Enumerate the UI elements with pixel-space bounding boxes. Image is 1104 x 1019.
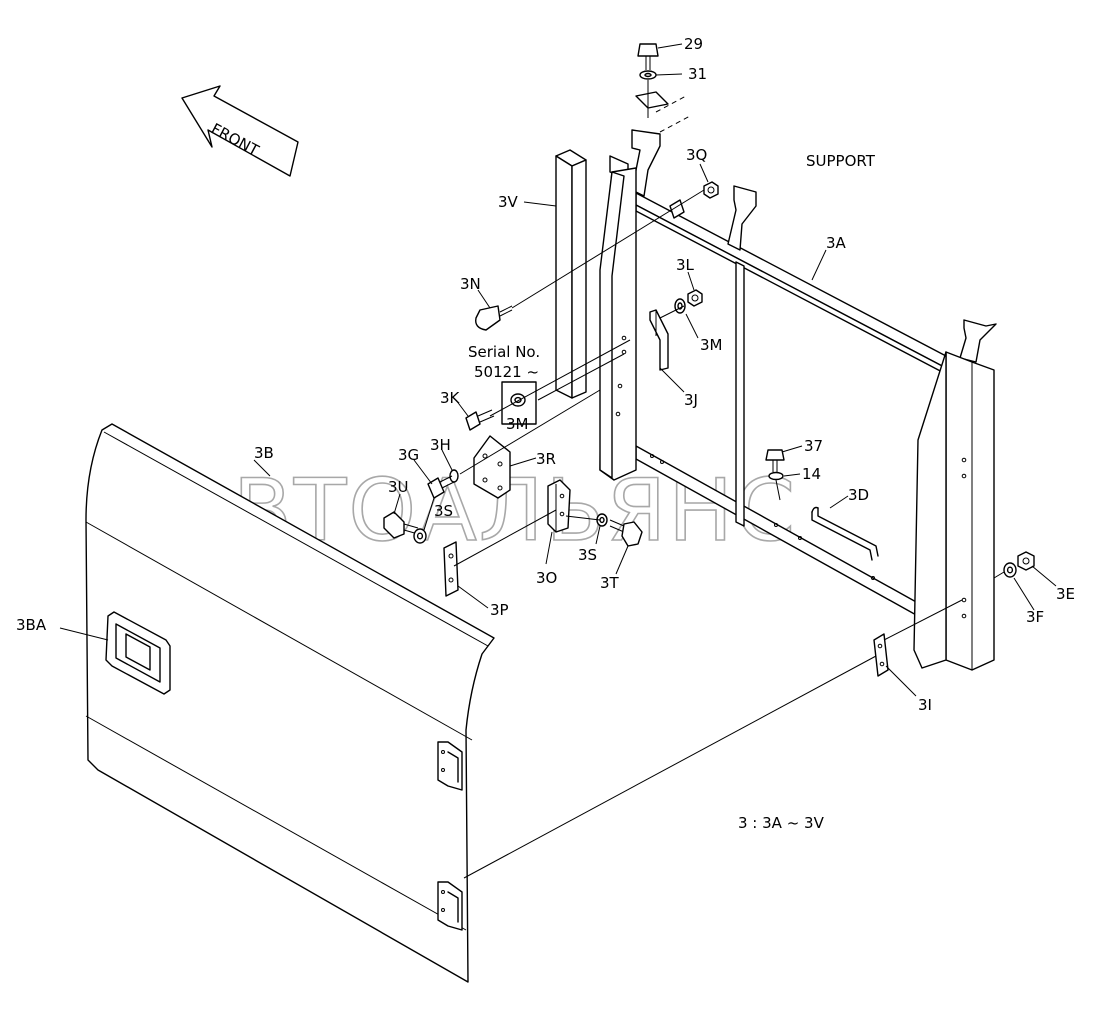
nut-3L (687, 289, 703, 307)
part-label-3U: 3U (388, 478, 409, 496)
part-label-3J: 3J (684, 391, 698, 409)
left-side-post (599, 167, 637, 481)
part-label-29: 29 (684, 35, 703, 53)
bracket-3O (547, 479, 571, 533)
assembly-lines (453, 80, 1005, 879)
part-label-3E: 3E (1056, 585, 1075, 603)
part-label-3V: 3V (498, 193, 519, 211)
bolt-29 (637, 43, 659, 70)
part-label-3F: 3F (1026, 608, 1044, 626)
support-label: SUPPORT (806, 152, 876, 170)
washer-31 (639, 70, 657, 80)
part-label-14: 14 (802, 465, 821, 483)
top-plate (635, 91, 669, 109)
door-panel-3B (85, 423, 495, 983)
bolt-3G (427, 475, 455, 499)
plate-3P (443, 541, 459, 597)
part-label-3A: 3A (826, 234, 847, 252)
bracket-3R (473, 435, 511, 499)
right-side-post (913, 351, 995, 671)
part-label-3T: 3T (600, 574, 620, 592)
range-note: 3 : 3A ~ 3V (738, 814, 825, 832)
part-label-3K: 3K (440, 389, 461, 407)
part-label-3R: 3R (536, 450, 556, 468)
part-label-3BA: 3BA (16, 616, 47, 634)
rubber-block-3V (555, 149, 587, 399)
nut-3Q (703, 181, 719, 199)
part-label-31: 31 (688, 65, 707, 83)
handle-3D (811, 506, 879, 561)
plate-3I (873, 633, 889, 677)
washer-3F (1003, 562, 1017, 578)
part-label-3O: 3O (536, 569, 557, 587)
washer-3S-left (413, 528, 427, 544)
part-label-3M: 3M (700, 336, 723, 354)
part-label-3L: 3L (676, 256, 695, 274)
bolt-37 (765, 449, 785, 472)
part-label-3S-left: 3S (434, 502, 453, 520)
bracket-3J (649, 309, 669, 371)
washer-14 (768, 471, 784, 481)
bolt-3U (383, 511, 419, 539)
support-frame-3A (609, 129, 997, 617)
part-label-3I: 3I (918, 696, 932, 714)
leader-lines (59, 43, 1057, 697)
washer-3S-right (596, 513, 608, 527)
serial-label-line1: Serial No. (468, 343, 540, 361)
part-label-3P: 3P (490, 601, 509, 619)
part-label-3N: 3N (460, 275, 481, 293)
part-label-3H: 3H (430, 436, 451, 454)
part-label-3Q: 3Q (686, 146, 707, 164)
part-labels: 29 31 3Q 3V 3A 3N 3L 3M 3M 3J 3K 3H 3G 3… (16, 35, 1075, 714)
part-label-3B: 3B (254, 444, 274, 462)
part-label-3S-right: 3S (578, 546, 597, 564)
bolt-3T (609, 519, 643, 547)
serial-label-line2: 50121 ~ (474, 363, 539, 381)
part-label-3G: 3G (398, 446, 419, 464)
front-arrow: FRONT (181, 85, 299, 177)
part-label-3M-serial: 3M (506, 415, 529, 433)
part-label-3D: 3D (848, 486, 869, 504)
part-label-37: 37 (804, 437, 823, 455)
bolt-3K (465, 409, 495, 431)
rubber-stop-3N (475, 305, 513, 331)
nut-3E (1017, 551, 1035, 571)
